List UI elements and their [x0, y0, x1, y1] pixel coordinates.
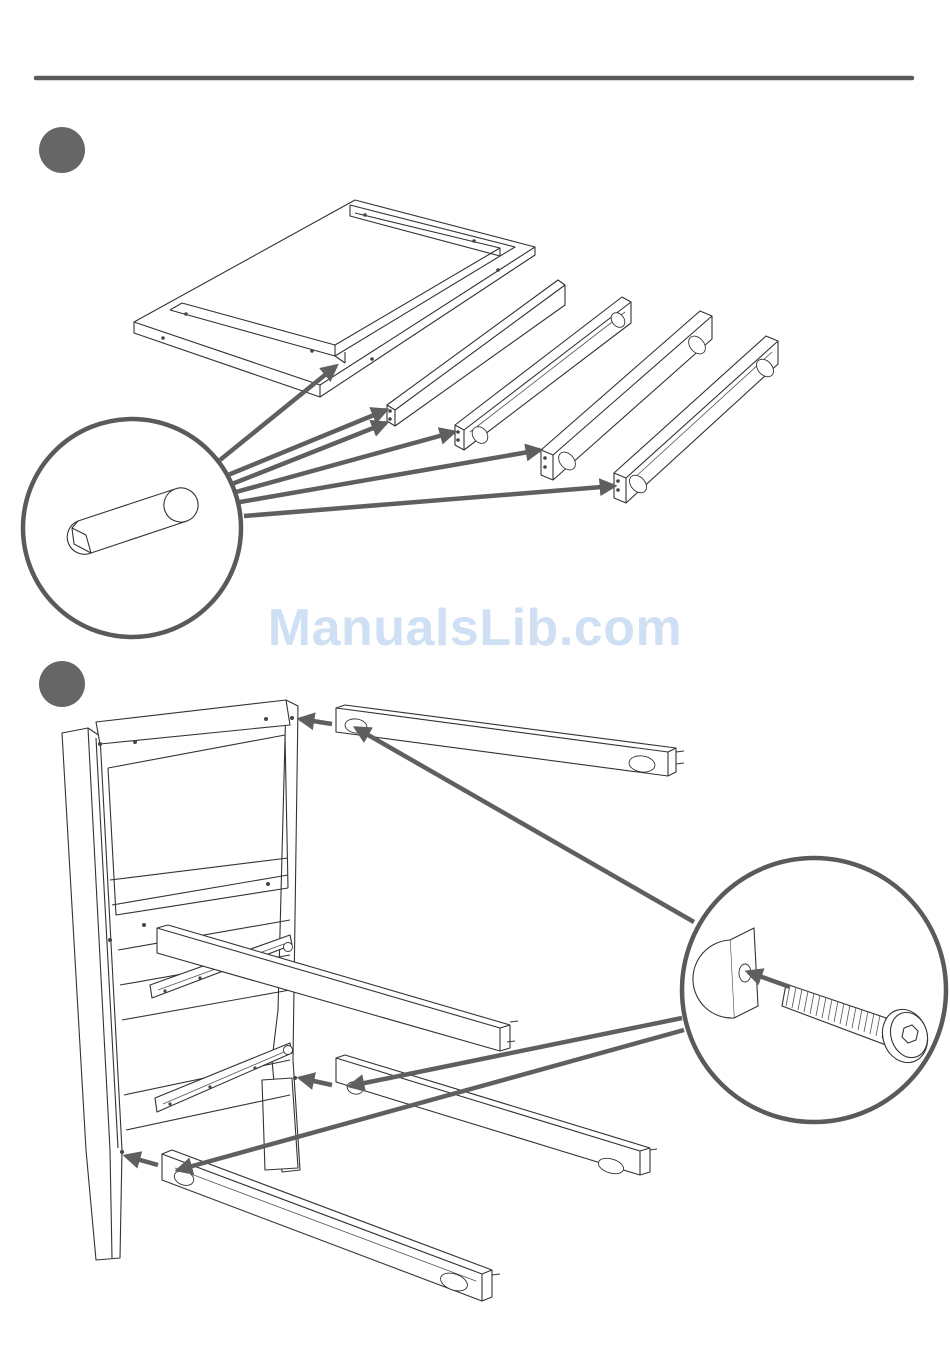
watermark: ManualsLib.com	[0, 598, 950, 658]
rail-part-middle	[336, 1055, 657, 1176]
step-2-badge	[39, 661, 85, 707]
rail-part-3	[541, 311, 712, 480]
rail-part-bottom	[162, 1150, 500, 1301]
rail-part-top	[336, 705, 684, 776]
step-2	[39, 661, 946, 1301]
rail-part-4	[614, 336, 778, 503]
step-1-badge	[39, 127, 85, 173]
step-1	[23, 127, 778, 637]
bolt-callout	[682, 858, 946, 1122]
rail-part-inserted	[157, 925, 518, 1051]
